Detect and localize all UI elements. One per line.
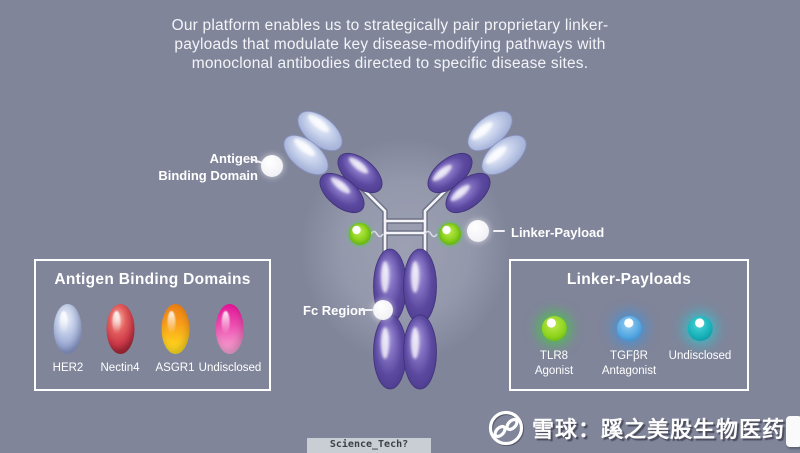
undisclosed-payload-dot <box>687 316 713 341</box>
fc-region-callout-line <box>359 309 373 311</box>
tlr8-label-line1: TLR8 <box>539 350 569 362</box>
header-line-3: monoclonal antibodies directed to specif… <box>191 55 589 72</box>
tlr8-label: TLR8 Agonist <box>535 349 573 379</box>
antibody-illustration <box>265 100 545 400</box>
undisclosed-payload-label-line1: Undisclosed <box>668 350 732 362</box>
undisclosed-payload-label: Undisclosed <box>669 349 732 364</box>
undisclosed-domain-label: Undisclosed <box>198 362 262 374</box>
antigen-binding-domains-box: Antigen Binding Domains HER2 Nectin4 ASG… <box>34 259 271 391</box>
xueqiu-watermark: 雪球：蹊之美股生物医药 <box>487 409 785 447</box>
antigen-label-line1: Antigen <box>209 151 258 166</box>
watermark-text: 雪球：蹊之美股生物医药 <box>532 417 786 442</box>
linker-payload-label: Linker-Payload <box>511 225 605 240</box>
legend-item-undisclosed-domain: Undisclosed <box>198 304 262 374</box>
linker-payloads-box: Linker-Payloads TLR8 Agonist TGFβR Antag… <box>509 259 749 391</box>
legend-item-tgfbr: TGFβR Antagonist <box>602 316 656 379</box>
linker-payloads-title: Linker-Payloads <box>566 271 692 288</box>
legend-item-undisclosed-payload: Undisclosed <box>669 316 732 364</box>
linker-payload-site-left <box>340 214 380 254</box>
linker-payload-callout-dot <box>467 220 489 242</box>
legend-item-her2: HER2 <box>52 304 84 374</box>
fc-region-label: Fc Region <box>303 303 366 318</box>
antigen-binding-domains-title: Antigen Binding Domains <box>54 271 251 288</box>
fc-region-callout-dot <box>373 300 393 320</box>
science-tech-tag: Science_Tech? <box>307 438 431 453</box>
tlr8-agonist-dot <box>541 316 567 341</box>
hinge-lines <box>358 184 452 256</box>
nectin4-label: Nectin4 <box>100 362 140 374</box>
asgr1-label: ASGR1 <box>155 362 195 374</box>
linker-payload-callout-line <box>493 230 505 232</box>
linker-payload-site-right <box>430 214 470 254</box>
header-text: Our platform enables us to strategically… <box>110 16 670 73</box>
header-line-1: Our platform enables us to strategically… <box>171 17 609 34</box>
legend-item-asgr1: ASGR1 <box>156 304 195 374</box>
asgr1-oval <box>161 304 189 354</box>
snowball-logo-icon <box>488 410 524 446</box>
tgfbr-antagonist-dot <box>616 316 642 341</box>
tgfbr-label: TGFβR Antagonist <box>602 349 656 379</box>
her2-oval <box>54 304 82 354</box>
watermark-edge-bar <box>786 416 800 447</box>
legend-item-tlr8: TLR8 Agonist <box>535 316 573 379</box>
legend-item-nectin4: Nectin4 <box>101 304 140 374</box>
header-line-2: payloads that modulate key disease-modif… <box>174 36 606 53</box>
antigen-callout-dot <box>261 155 283 177</box>
antigen-label-line2: Binding Domain <box>158 168 258 183</box>
undisclosed-domain-oval <box>216 304 244 354</box>
tlr8-label-line2: Agonist <box>534 365 574 377</box>
antigen-binding-domain-label: Antigen Binding Domain <box>140 150 258 184</box>
tgfbr-label-line1: TGFβR <box>610 350 648 362</box>
tgfbr-label-line2: Antagonist <box>601 365 657 377</box>
nectin4-oval <box>106 304 134 354</box>
her2-label: HER2 <box>52 362 84 374</box>
